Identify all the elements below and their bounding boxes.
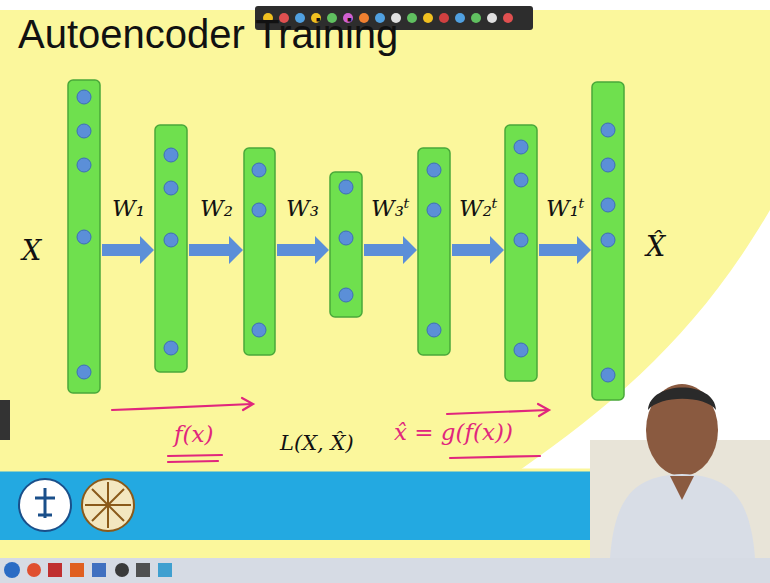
- output-label: X̂: [646, 232, 665, 262]
- logos: [19, 479, 134, 531]
- handwritten-note: x̂ = g(f(x)): [394, 420, 513, 445]
- loss-label: L(X, X̂): [280, 432, 354, 455]
- weight-label: W₂: [200, 196, 233, 221]
- weight-label: W₁ᵗ: [546, 196, 585, 221]
- weight-label: W₁: [112, 196, 145, 221]
- weight-label: W₂ᵗ: [459, 196, 498, 221]
- slide-title: Autoencoder Training: [18, 12, 398, 56]
- layer-bars: [68, 80, 624, 400]
- taskbar: [0, 558, 770, 583]
- handwritten-strokes: [112, 398, 549, 462]
- presenter: [590, 384, 770, 558]
- taskbar-icons: [4, 562, 172, 578]
- input-label: X: [22, 236, 41, 266]
- layer-arrows: [102, 236, 591, 264]
- slide-swoosh: [520, 210, 770, 470]
- weight-label: W₃ᵗ: [371, 196, 410, 221]
- neuron-dots: [77, 90, 615, 382]
- side-tab: [0, 400, 10, 440]
- handwritten-note: f(x): [174, 422, 213, 447]
- weight-label: W₃: [286, 196, 319, 221]
